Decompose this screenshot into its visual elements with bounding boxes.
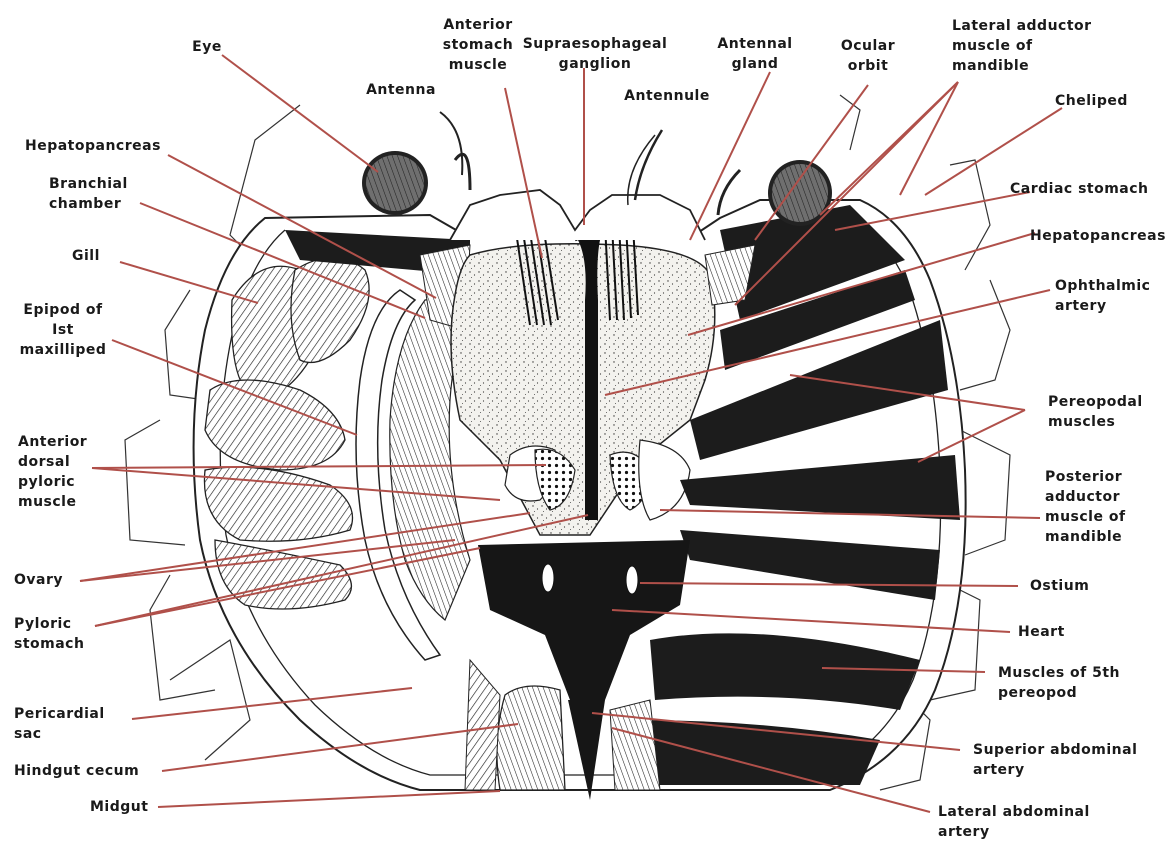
- label-hepatopancreas-left: Hepatopancreas: [25, 136, 161, 156]
- label-antennule: Antennule: [624, 86, 710, 106]
- label-hindgut-cecum: Hindgut cecum: [14, 761, 139, 781]
- label-gill: Gill: [72, 246, 100, 266]
- label-cheliped: Cheliped: [1055, 91, 1128, 111]
- label-ophthalmic-artery: Ophthalmic artery: [1055, 276, 1150, 316]
- label-lateral-abdominal-artery: Lateral abdominal artery: [938, 802, 1090, 842]
- label-hepatopancreas-right: Hepatopancreas: [1030, 226, 1166, 246]
- label-heart: Heart: [1018, 622, 1065, 642]
- label-epipod-of-1st-maxilliped: Epipod of Ist maxilliped: [20, 300, 107, 360]
- label-anterior-stomach-muscle: Anterior stomach muscle: [443, 15, 513, 75]
- label-ostium: Ostium: [1030, 576, 1089, 596]
- label-superior-abdominal-artery: Superior abdominal artery: [973, 740, 1137, 780]
- label-anterior-dorsal-pyloric-muscle: Anterior dorsal pyloric muscle: [18, 432, 87, 512]
- label-posterior-adductor-muscle: Posterior adductor muscle of mandible: [1045, 467, 1126, 547]
- eye-right-shape: [768, 160, 832, 226]
- label-pericardial-sac: Pericardial sac: [14, 704, 105, 744]
- label-lateral-adductor-muscle: Lateral adductor muscle of mandible: [952, 16, 1092, 76]
- label-cardiac-stomach: Cardiac stomach: [1010, 179, 1149, 199]
- label-antennal-gland: Antennal gland: [717, 34, 792, 74]
- label-antenna: Antenna: [366, 80, 436, 100]
- rostrum: [450, 190, 705, 240]
- label-midgut: Midgut: [90, 797, 148, 817]
- label-ovary: Ovary: [14, 570, 63, 590]
- label-pyloric-stomach: Pyloric stomach: [14, 614, 84, 654]
- label-ocular-orbit: Ocular orbit: [841, 36, 895, 76]
- hindgut-cecum-shape: [497, 686, 565, 790]
- label-pereopodal-muscles: Pereopodal muscles: [1048, 392, 1143, 432]
- label-eye: Eye: [192, 37, 222, 57]
- label-muscles-of-5th-pereopod: Muscles of 5th pereopod: [998, 663, 1120, 703]
- label-supraesophageal-ganglion: Supraesophageal ganglion: [523, 34, 668, 74]
- eye-left-shape: [362, 151, 428, 215]
- label-branchial-chamber: Branchial chamber: [49, 174, 128, 214]
